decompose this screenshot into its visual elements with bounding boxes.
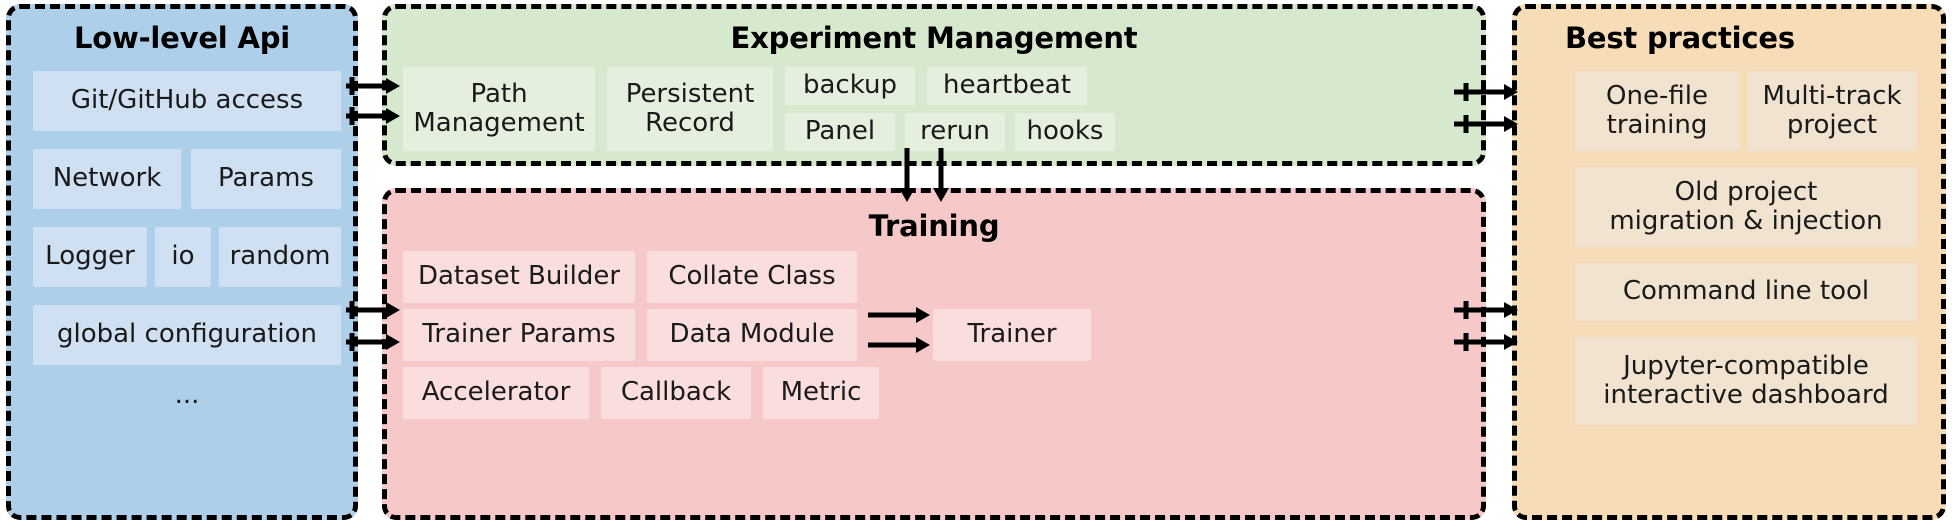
panel-training-title: Training [868,209,1000,243]
panel-best-practices: Best practices One-file training Multi-t… [1512,4,1946,520]
arrow-experiment-to-training-left [897,146,917,202]
panel-low-level-api-title: Low-level Api [74,21,290,55]
arrow-api-to-experiment-lower [344,106,400,126]
chip-global-configuration[interactable]: global configuration [33,305,341,365]
chip-jupyter-dashboard[interactable]: Jupyter-compatible interactive dashboard [1575,337,1917,425]
arrow-experiment-to-best-practices-lower [1452,114,1518,134]
arrow-training-to-best-practices-lower [1452,332,1518,352]
chip-backup[interactable]: backup [785,67,915,105]
chip-data-module[interactable]: Data Module [647,309,857,361]
chip-network[interactable]: Network [33,149,181,209]
chip-collate-class[interactable]: Collate Class [647,251,857,303]
chip-heartbeat[interactable]: heartbeat [927,67,1087,105]
arrow-experiment-to-best-practices-upper [1452,82,1518,102]
chip-trainer-params[interactable]: Trainer Params [403,309,635,361]
chip-persistent-record[interactable]: Persistent Record [607,67,773,151]
arrow-api-to-experiment-upper [344,76,400,96]
panel-experiment-management-title: Experiment Management [730,21,1138,55]
chip-hooks[interactable]: hooks [1015,113,1115,151]
chip-trainer[interactable]: Trainer [933,309,1091,361]
ellipsis-more-items: ... [174,380,200,410]
chip-dataset-builder[interactable]: Dataset Builder [403,251,635,303]
chip-git-github-access[interactable]: Git/GitHub access [33,71,341,131]
arrow-experiment-to-training-right [931,146,951,202]
arrow-training-to-best-practices-upper [1452,300,1518,320]
chip-path-management[interactable]: Path Management [403,67,595,151]
chip-old-project-migration[interactable]: Old project migration & injection [1575,167,1917,247]
chip-params[interactable]: Params [191,149,341,209]
arrow-data-module-to-trainer-lower [868,336,930,354]
chip-one-file-training[interactable]: One-file training [1575,71,1739,151]
panel-best-practices-title: Best practices [1565,21,1795,55]
chip-accelerator[interactable]: Accelerator [403,367,589,419]
arrow-data-module-to-trainer-upper [868,306,930,324]
chip-rerun[interactable]: rerun [905,113,1005,151]
arrow-api-to-training-lower [344,332,400,352]
chip-command-line-tool[interactable]: Command line tool [1575,263,1917,321]
chip-io[interactable]: io [155,227,211,287]
chip-logger[interactable]: Logger [33,227,147,287]
chip-metric[interactable]: Metric [763,367,879,419]
panel-experiment-management: Experiment Management Path Management Pe… [382,4,1486,166]
chip-callback[interactable]: Callback [601,367,751,419]
arrow-api-to-training-upper [344,300,400,320]
panel-training: Training Dataset Builder Collate Class T… [382,188,1486,520]
chip-panel[interactable]: Panel [785,113,895,151]
panel-low-level-api: Low-level Api Git/GitHub access Network … [6,4,358,520]
chip-random[interactable]: random [219,227,341,287]
chip-multi-track-project[interactable]: Multi-track project [1747,71,1917,151]
